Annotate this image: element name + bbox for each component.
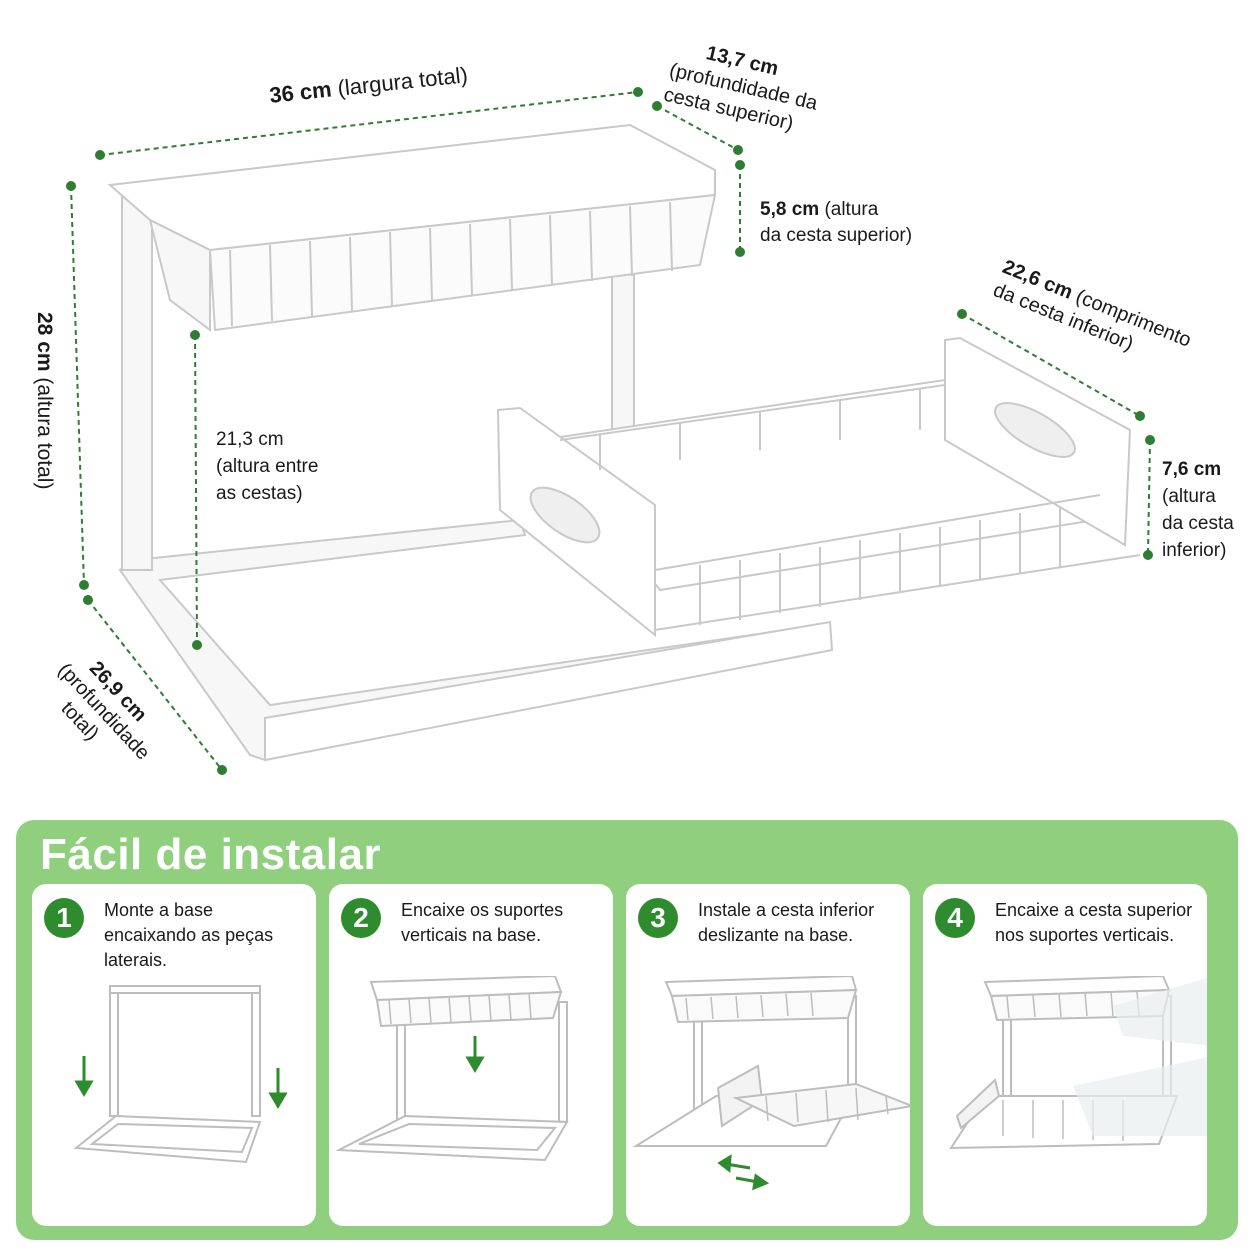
step-3-illustration: [632, 976, 910, 1191]
dim-bottom-basket-height-line1: (altura: [1162, 486, 1216, 507]
dim-top-basket-height-line1: (altura: [824, 199, 879, 220]
dim-between-baskets-line2: as cestas): [216, 483, 303, 504]
bottom-basket-wires: [559, 384, 1141, 631]
dim-top-basket-height: 5,8 cm (altura da cesta superior): [760, 197, 912, 249]
dimension-endpoints: [66, 87, 1155, 775]
dim-bottom-basket-height-value: 7,6 cm: [1162, 459, 1222, 480]
step-card-2: 2 Encaixe os suportes verticais na base.: [329, 884, 613, 1226]
left-post: [121, 189, 153, 571]
top-basket-wires: [229, 201, 673, 327]
right-handle-hole: [994, 402, 1076, 458]
dim-total-width-value: 36 cm: [268, 76, 333, 108]
step-text: Instale a cesta inferior deslizante na b…: [698, 900, 875, 945]
step-text: Encaixe a cesta superior nos suportes ve…: [995, 900, 1193, 945]
step-1-illustration: [73, 985, 288, 1164]
step-card-4: 4 Encaixe a cesta superior nos suportes …: [923, 884, 1207, 1226]
product-illustration: [66, 87, 1155, 775]
step-card-1: 1 Monte a base encaixando as peças later…: [32, 884, 316, 1226]
dim-total-height: 28 cm (altura total): [31, 312, 58, 489]
base-front-bar: [264, 620, 834, 762]
dimension-lines: [70, 91, 1151, 771]
dim-between-baskets-line1: (altura entre: [216, 456, 319, 477]
step-number-badge: 2: [341, 898, 381, 938]
dim-top-basket-height-line2: da cesta superior): [760, 225, 913, 246]
install-title: Fácil de instalar: [40, 830, 382, 879]
step-4-illustration: [949, 976, 1207, 1150]
install-panel: Fácil de instalar 1 Monte a base encaixa…: [16, 820, 1238, 1240]
step-text: Encaixe os suportes verticais na base.: [401, 900, 564, 945]
step-number-badge: 3: [638, 898, 678, 938]
dim-total-height-value: 28 cm: [33, 312, 56, 372]
dim-between-baskets-value: 21,3 cm: [216, 429, 284, 450]
step-text: Monte a base encaixando as peças laterai…: [104, 900, 274, 970]
step-number-badge: 1: [44, 898, 84, 938]
dim-bottom-basket-height-line2: da cesta: [1162, 513, 1234, 534]
dim-between-baskets: 21,3 cm (altura entre as cestas): [216, 426, 318, 507]
top-basket-side: [148, 218, 211, 332]
dim-bottom-basket-height: 7,6 cm (altura da cesta inferior): [1162, 456, 1234, 564]
step-2-illustration: [335, 976, 569, 1162]
dim-bottom-basket-height-line3: inferior): [1162, 540, 1227, 561]
dim-total-height-label: (altura total): [33, 377, 56, 490]
step-card-3: 3 Instale a cesta inferior deslizante na…: [626, 884, 910, 1226]
left-handle-hole: [529, 486, 601, 544]
top-basket-front: [208, 193, 717, 332]
dim-top-basket-height-value: 5,8 cm: [760, 199, 820, 220]
step-number-badge: 4: [935, 898, 975, 938]
